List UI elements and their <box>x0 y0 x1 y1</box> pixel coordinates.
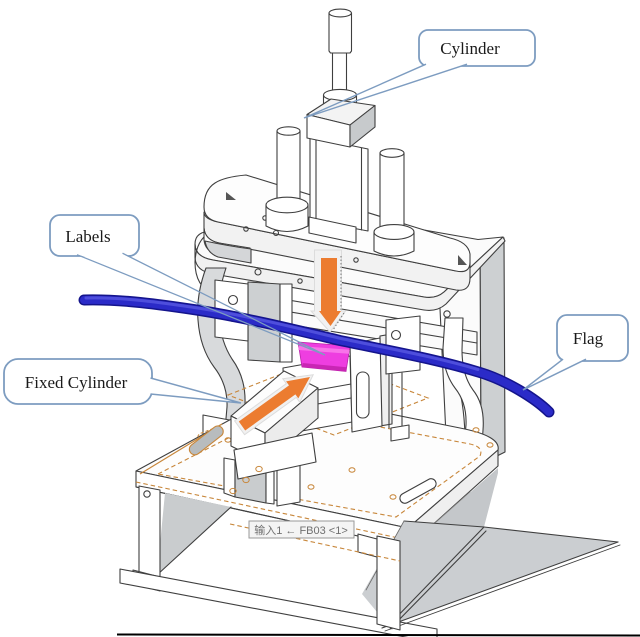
svg-text:Flag: Flag <box>573 329 604 348</box>
svg-text:Cylinder: Cylinder <box>440 39 500 58</box>
svg-text:输入1 ← FB03 <1>: 输入1 ← FB03 <1> <box>254 523 348 537</box>
svg-text:Labels: Labels <box>65 227 110 246</box>
svg-text:Fixed Cylinder: Fixed Cylinder <box>25 373 128 392</box>
